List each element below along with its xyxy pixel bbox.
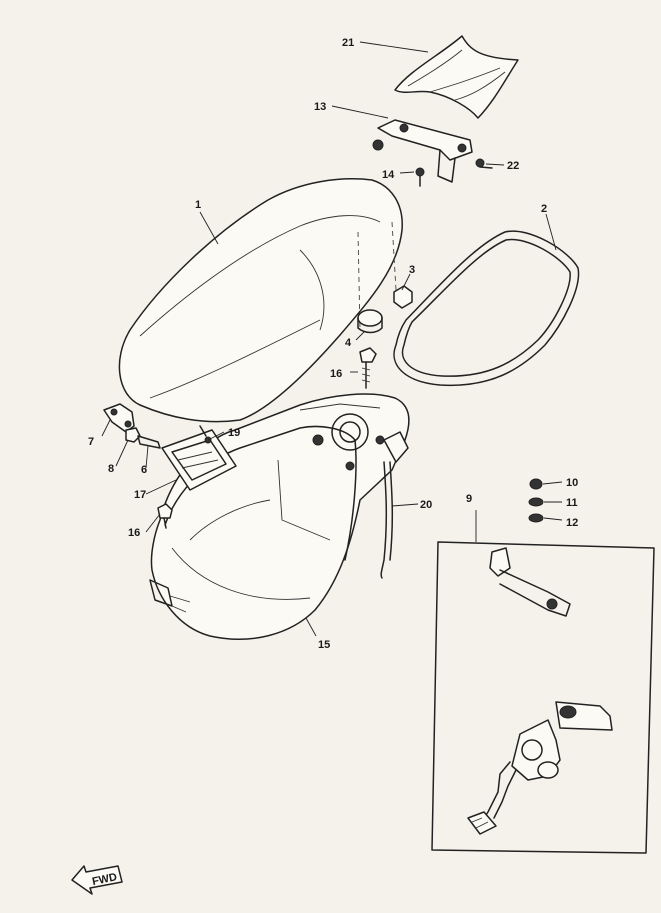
label-17: 17 [134, 489, 146, 501]
label-3: 3 [409, 264, 415, 276]
seat-lock-part [489, 547, 571, 617]
label-4: 4 [345, 337, 352, 349]
label-9: 9 [466, 493, 472, 505]
label-12: 12 [566, 517, 578, 529]
leader-lines [101, 41, 563, 637]
cover-part [161, 425, 237, 491]
label-14: 14 [382, 169, 395, 181]
label-22: 22 [507, 160, 519, 172]
cable-part [380, 461, 394, 579]
label-13: 13 [314, 101, 326, 113]
forward-arrow: FWD [71, 865, 123, 895]
label-16-lower: 16 [128, 527, 140, 539]
label-20: 20 [420, 499, 432, 511]
label-2: 2 [541, 203, 547, 215]
callout-labels: 21 13 14 22 1 2 3 4 16 19 7 8 6 17 16 15… [88, 37, 578, 651]
seat-hinge-part [372, 119, 493, 187]
key-switch-part [467, 701, 613, 835]
label-1: 1 [195, 199, 201, 211]
label-21: 21 [342, 37, 354, 49]
bolt-16-lower-part [157, 503, 173, 529]
lock-set-box [431, 510, 655, 854]
storage-box-part [149, 393, 410, 640]
label-10: 10 [566, 477, 578, 489]
hook-bracket-parts [103, 403, 161, 449]
label-6: 6 [141, 464, 147, 476]
seat-part [118, 178, 403, 423]
label-8: 8 [108, 463, 114, 475]
label-19: 19 [228, 427, 240, 439]
label-16-upper: 16 [330, 368, 342, 380]
label-15: 15 [318, 639, 330, 651]
label-11: 11 [566, 497, 578, 509]
label-7: 7 [88, 436, 94, 448]
forward-arrow-text: FWD [91, 871, 118, 888]
seal-part [393, 230, 580, 387]
nut-washer-parts [528, 478, 544, 523]
rear-grip-part [394, 35, 519, 119]
